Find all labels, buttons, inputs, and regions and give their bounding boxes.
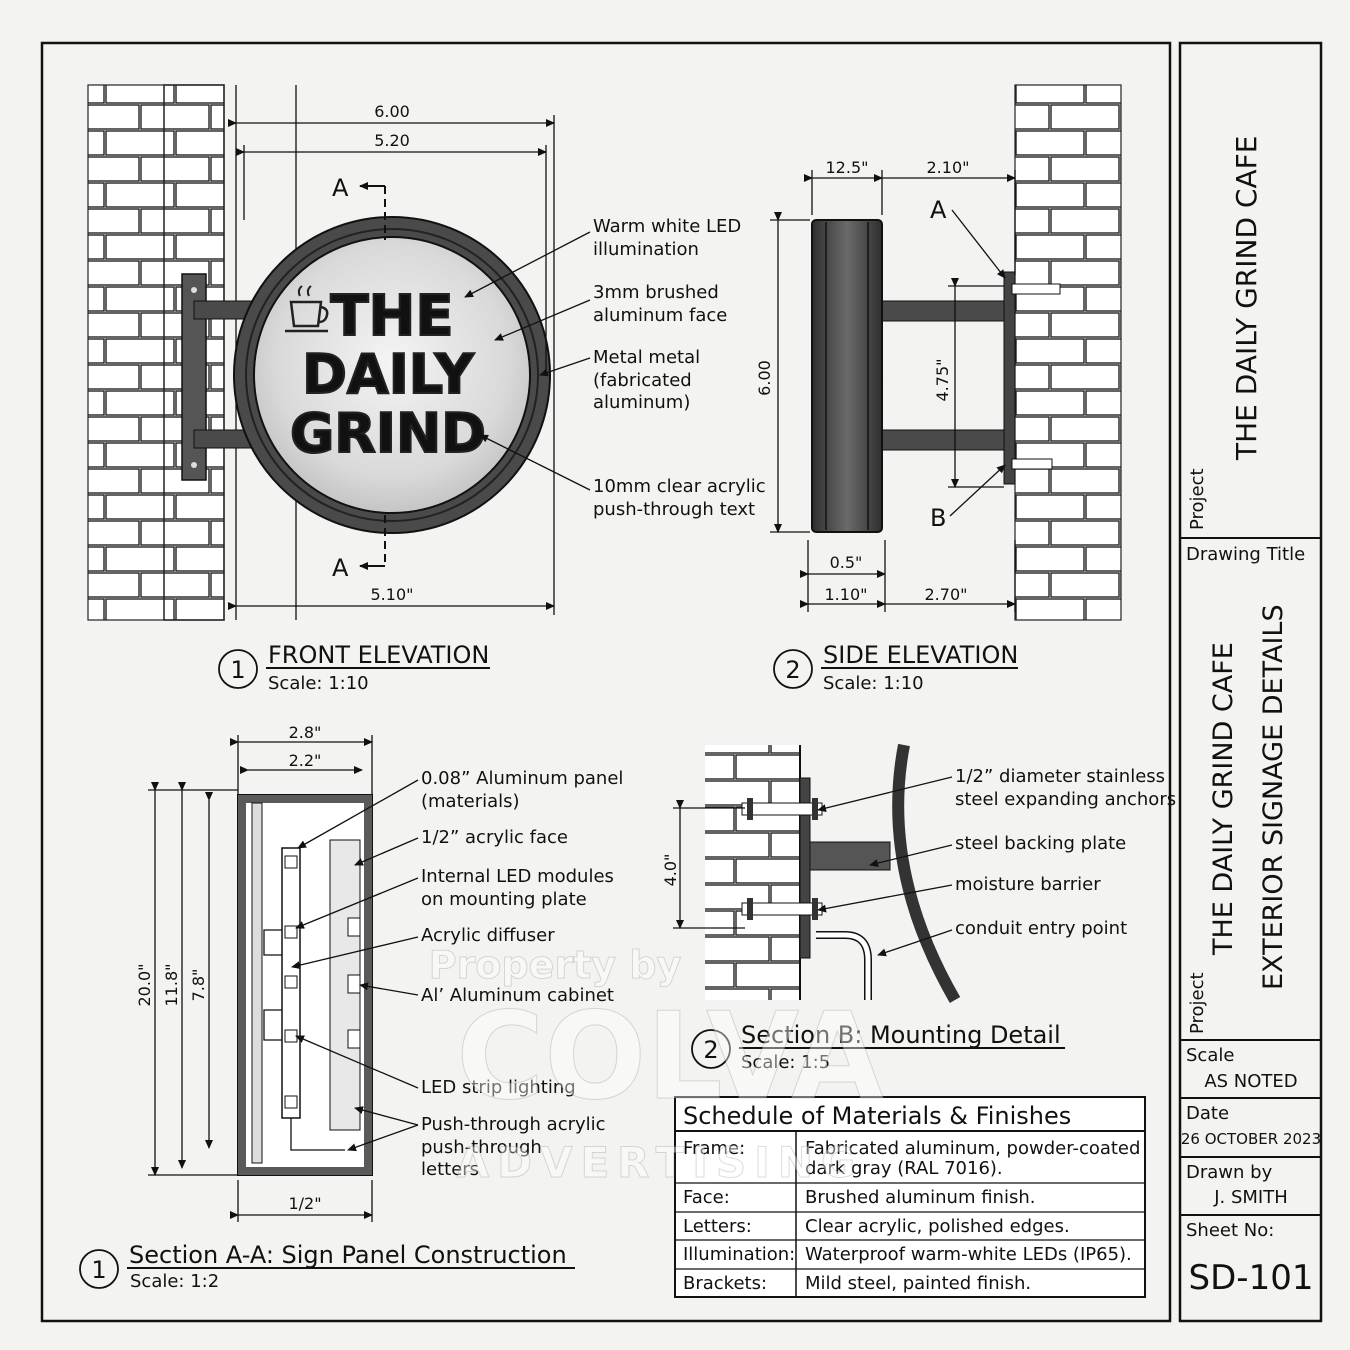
- mount-brick-wall: [705, 745, 800, 1000]
- dim-side-height: 6.00: [755, 360, 774, 396]
- side-lower-arm: [881, 429, 1005, 451]
- section-a-title: Section A-A: Sign Panel Construction: [129, 1241, 567, 1269]
- project-label: Project: [1187, 468, 1208, 530]
- scale-value: AS NOTED: [1204, 1071, 1297, 1092]
- section-a-number: 1: [91, 1256, 106, 1284]
- section-mark-a-bottom: A: [332, 554, 349, 582]
- dim-section-h1: 20.0": [135, 964, 154, 1007]
- drawn-by-label: Drawn by: [1186, 1162, 1273, 1183]
- callout-aluminum-cabinet: Al’ Aluminum cabinet: [421, 985, 614, 1006]
- watermark-logo: COLVA: [456, 988, 884, 1127]
- sheet-number: SD-101: [1189, 1258, 1314, 1298]
- side-upper-arm: [881, 300, 1005, 322]
- dim-side-cabinet: 1.10": [825, 585, 868, 604]
- dim-overall-width: 6.00: [374, 102, 410, 121]
- materials-schedule: Schedule of Materials & Finishes Frame:F…: [674, 1096, 1146, 1298]
- dim-section-inner: 2.2": [289, 751, 322, 770]
- callout-acrylic-diffuser: Acrylic diffuser: [421, 925, 555, 946]
- schedule-row-face: Face:Brushed aluminum finish.: [683, 1187, 1035, 1208]
- dim-bracket-spacing: 4.75": [933, 359, 952, 402]
- sign-text-the: THE: [330, 284, 453, 349]
- callout-backing-plate: steel backing plate: [955, 833, 1126, 854]
- drawing-title-line-2: EXTERIOR SIGNAGE DETAILS: [1258, 604, 1289, 990]
- dim-face-width: 5.20: [374, 131, 410, 150]
- section-mark-a-top: A: [332, 174, 349, 202]
- side-section-mark-a: A: [930, 196, 947, 224]
- side-section-mark-b: B: [930, 504, 946, 532]
- side-elevation: 12.5" 2.10" 6.00 4.75" 0.5" 1.10" 2.70" …: [755, 84, 1122, 694]
- dim-side-depth: 12.5": [826, 158, 869, 177]
- side-brick-wall: [1014, 84, 1122, 621]
- front-elevation-scale: Scale: 1:10: [268, 673, 369, 694]
- schedule-row-brackets: Brackets:Mild steel, painted finish.: [683, 1273, 1031, 1294]
- watermark-line-3: ADVERTISING: [457, 1138, 864, 1187]
- schedule-row-letters: Letters:Clear acrylic, polished edges.: [683, 1216, 1070, 1237]
- sign-face: [253, 236, 531, 514]
- schedule-row-illumination: Illumination:Waterproof warm-white LEDs …: [683, 1244, 1132, 1265]
- drawing-title-line-1: THE DAILY GRIND CAFE: [1208, 642, 1239, 956]
- sheet-label: Sheet No:: [1186, 1220, 1274, 1241]
- callout-aluminum-panel: 0.08” Aluminum panel(materials): [421, 768, 623, 812]
- schedule-row-frame: Frame:Fabricated aluminum, powder-coated…: [683, 1138, 1140, 1179]
- title-block: Project THE DAILY GRIND CAFE Drawing Tit…: [1180, 136, 1321, 1298]
- project-name: THE DAILY GRIND CAFE: [1230, 136, 1263, 461]
- date-value: 26 OCTOBER 2023: [1181, 1130, 1321, 1148]
- callout-moisture-barrier: moisture barrier: [955, 874, 1101, 895]
- project-label-2: Project: [1187, 972, 1208, 1034]
- dim-section-h3: 7.8": [189, 969, 208, 1002]
- side-elevation-scale: Scale: 1:10: [823, 673, 924, 694]
- callout-acrylic-face: 1/2” acrylic face: [421, 827, 568, 848]
- watermark-line-1: Property by: [429, 943, 682, 987]
- dim-side-face: 0.5": [830, 553, 863, 572]
- side-elevation-title: SIDE ELEVATION: [823, 641, 1018, 669]
- drawing-border: [40, 41, 1172, 1323]
- date-label: Date: [1186, 1103, 1229, 1124]
- drawn-by-value: J. SMITH: [1213, 1187, 1288, 1208]
- front-elevation: THE DAILY GRIND 6.00 5.20 5.10" A A Warm…: [87, 84, 766, 694]
- section-b-scale: Scale: 1:5: [741, 1052, 830, 1073]
- schedule-title: Schedule of Materials & Finishes: [683, 1102, 1071, 1130]
- dim-side-offset: 2.10": [927, 158, 970, 177]
- side-cabinet: [811, 219, 883, 533]
- section-b-number: 2: [703, 1036, 718, 1064]
- watermark: Property by COLVA ADVERTISING: [428, 943, 884, 1188]
- drawing-title-label: Drawing Title: [1186, 544, 1305, 565]
- dim-section-outer: 2.8": [289, 723, 322, 742]
- dim-section-bottom: 1/2": [288, 1194, 321, 1213]
- dim-bottom-width: 5.10": [371, 585, 414, 604]
- section-a-scale: Scale: 1:2: [130, 1271, 219, 1292]
- dim-section-h2: 11.8": [162, 964, 181, 1007]
- scale-label: Scale: [1186, 1045, 1234, 1066]
- dim-mount-height: 4.0": [661, 854, 680, 887]
- callout-led-strip: LED strip lighting: [421, 1077, 576, 1098]
- dim-side-projection: 2.70": [925, 585, 968, 604]
- callout-conduit-entry: conduit entry point: [955, 918, 1127, 939]
- front-elevation-number: 1: [230, 656, 245, 684]
- sign-text-grind: GRIND: [290, 402, 486, 465]
- side-elevation-number: 2: [785, 656, 800, 684]
- title-block-border: [1178, 41, 1323, 1323]
- section-b-title: Section B: Mounting Detail: [741, 1021, 1061, 1049]
- section-a-a: 2.8" 2.2" 20.0" 11.8" 7.8" 1/2" 0.08” Al…: [79, 723, 623, 1292]
- front-elevation-title: FRONT ELEVATION: [268, 641, 489, 669]
- coffee-cup-icon: [285, 285, 329, 333]
- sign-text-daily: DAILY: [302, 343, 475, 406]
